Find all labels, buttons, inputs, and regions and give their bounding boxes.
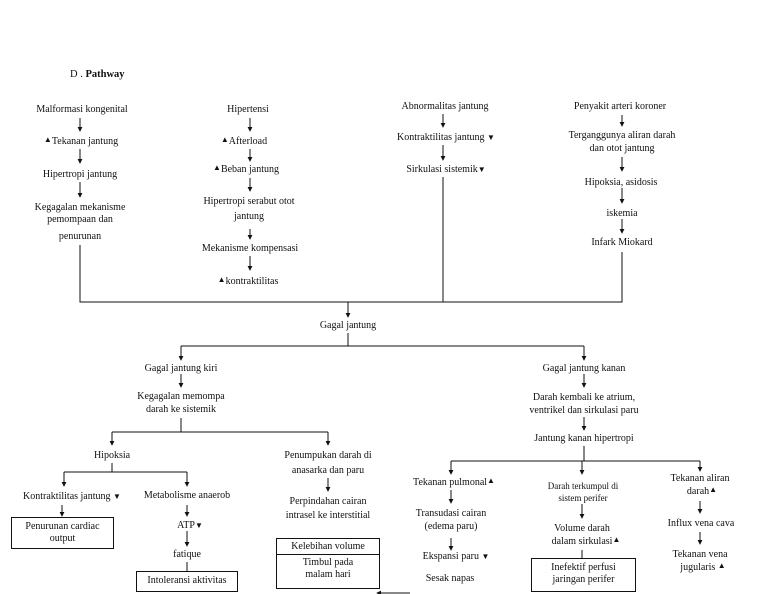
node-darah-terkumpul-line2: sistem perifer xyxy=(558,493,608,503)
node-penumpukan-line1: Penumpukan darah di xyxy=(284,450,372,461)
increase-icon: ▲ xyxy=(487,476,495,485)
diagnosis-box-kelebihan-volume: Kelebihan volume cairan xyxy=(276,538,380,555)
node-hipertropi-serabut-line1: Hipertropi serabut otot xyxy=(203,196,295,207)
node-label: Tekanan jantung xyxy=(51,136,119,147)
node-kontraktilitas: ▲kontraktilitas xyxy=(218,276,279,288)
node-influx-vena-cava: Influx vena cava xyxy=(667,518,735,529)
diagnosis-box-timbul: Timbul pada malam hari xyxy=(276,555,380,589)
node-iskemia: iskemia xyxy=(606,208,638,219)
node-tekanan-vena-line2: jugularis ▲ xyxy=(680,562,725,574)
node-label: Sirkulasi sistemik xyxy=(406,164,478,175)
node-darah-kembali-line1: Darah kembali ke atrium, xyxy=(532,392,636,403)
node-volume-darah-line1: Volume darah xyxy=(554,523,610,534)
node-label: darah xyxy=(686,486,710,497)
decrease-icon: ▼ xyxy=(477,165,486,174)
decrease-icon: ▼ xyxy=(487,133,495,142)
node-terganggunya-line2: dan otot jantung xyxy=(589,143,655,154)
node-fatique: fatique xyxy=(173,549,201,560)
node-darah-terkumpul-line1: Darah terkumpul di xyxy=(547,481,619,491)
node-tekanan-vena-line1: Tekanan vena xyxy=(672,549,728,560)
box-line1: Penurunan cardiac xyxy=(25,521,100,532)
increase-icon: ▲ xyxy=(612,535,621,544)
node-label: dalam sirkulasi xyxy=(551,536,613,547)
node-tekanan-jantung: ▲Tekanan jantung xyxy=(44,136,118,148)
node-abnormalitas-jantung: Abnormalitas jantung xyxy=(401,101,489,112)
node-malformasi: Malformasi kongenital xyxy=(36,104,128,115)
node-beban-jantung: ▲Beban jantung xyxy=(213,164,279,176)
node-metabolisme-anaerob: Metabolisme anaerob xyxy=(143,490,231,501)
node-hipoksia-asidosis: Hipoksia, asidosis xyxy=(584,177,658,188)
node-label: Ekspansi paru xyxy=(422,551,479,562)
heading-title: Pathway xyxy=(85,69,125,80)
node-kegagalan-mekanisme-line1: Kegagalan mekanisme xyxy=(34,202,126,213)
node-kegagalan-mekanisme-line3: penurunan xyxy=(58,231,102,242)
connector xyxy=(79,245,623,303)
heading-prefix: D . xyxy=(70,69,83,80)
box-line1: Kelebihan volume xyxy=(291,541,365,552)
increase-icon: ▲ xyxy=(43,135,52,144)
node-transudasi-line1: Transudasi cairan xyxy=(415,508,487,519)
node-tekanan-pulmonal: Tekanan pulmonal▲ xyxy=(413,477,495,489)
node-terganggunya-line1: Terganggunya aliran darah xyxy=(568,130,676,141)
node-infark-miokard: Infark Miokard xyxy=(591,237,653,248)
increase-icon: ▲ xyxy=(717,561,726,570)
node-afterload: ▲Afterload xyxy=(221,136,267,148)
node-label: ATP xyxy=(177,520,195,531)
node-hipertropi-serabut-line2: jantung xyxy=(234,211,264,222)
node-gagal-jantung-kanan: Gagal jantung kanan xyxy=(542,363,626,374)
node-label: kontraktilitas xyxy=(225,276,279,287)
node-label: Beban jantung xyxy=(220,164,279,175)
node-kegagalan-memompa-line2: darah ke sistemik xyxy=(146,404,216,415)
increase-icon: ▲ xyxy=(217,275,226,284)
node-penumpukan-line2: anasarka dan paru xyxy=(291,465,365,476)
node-gagal-jantung-kiri: Gagal jantung kiri xyxy=(144,363,218,374)
node-atp: ATP▼ xyxy=(177,520,203,532)
node-kegagalan-mekanisme-line2: pemompaan dan xyxy=(47,214,113,225)
box-line1: Inefektif perfusi xyxy=(551,562,616,573)
node-tekanan-aliran-line1: Tekanan aliran xyxy=(670,473,730,484)
node-label: Kontraktilitas jantung xyxy=(397,132,485,143)
node-hipertensi: Hipertensi xyxy=(227,104,269,115)
node-transudasi-line2: (edema paru) xyxy=(424,521,478,532)
node-kontraktilitas-jantung-kiri: Kontraktilitas jantung ▼ xyxy=(23,491,121,503)
node-hipoksia: Hipoksia xyxy=(93,450,131,461)
box-line1: Timbul pada xyxy=(302,557,354,568)
diagnosis-box-intoleransi: Intoleransi aktivitas xyxy=(136,571,238,592)
box-line2: malam hari xyxy=(305,569,351,580)
node-label: Afterload xyxy=(228,136,268,147)
node-label: Tekanan pulmonal xyxy=(413,477,488,488)
node-jantung-kanan-hipertropi: Jantung kanan hipertropi xyxy=(534,433,634,444)
increase-icon: ▲ xyxy=(213,163,221,172)
box-line2-clipped: cairan xyxy=(277,553,379,554)
decrease-icon: ▼ xyxy=(113,492,121,501)
diagnosis-box-inefektif-perfusi: Inefektif perfusi jaringan perifer xyxy=(531,558,636,592)
node-ekspansi-paru: Ekspansi paru ▼ xyxy=(423,551,490,563)
node-sesak-napas: Sesak napas xyxy=(425,573,475,584)
node-hipertropi-jantung: Hipertropi jantung xyxy=(42,169,118,180)
decrease-icon: ▼ xyxy=(194,521,203,530)
node-label: Kontraktilitas jantung xyxy=(23,491,111,502)
box-line2: jaringan perifer xyxy=(552,574,615,585)
node-penyakit-arteri: Penyakit arteri koroner xyxy=(573,101,667,112)
node-darah-kembali-line2: ventrikel dan sirkulasi paru xyxy=(529,405,639,416)
node-sirkulasi-sistemik: Sirkulasi sistemik▼ xyxy=(406,164,485,176)
increase-icon: ▲ xyxy=(220,135,229,144)
diagnosis-box-cardiac-output: Penurunan cardiac output xyxy=(11,517,114,549)
node-kegagalan-memompa-line1: Kegagalan memompa xyxy=(137,391,225,402)
node-kontraktilitas-jantung: Kontraktilitas jantung ▼ xyxy=(397,132,495,144)
node-label: jugularis xyxy=(680,562,716,573)
box-line2: output xyxy=(49,533,76,544)
increase-icon: ▲ xyxy=(709,485,718,494)
section-heading: D . Pathway xyxy=(70,69,125,80)
node-perpindahan-line2: intrasel ke interstitial xyxy=(285,510,371,521)
node-perpindahan-line1: Perpindahan cairan xyxy=(289,496,367,507)
node-mekanisme-kompensasi: Mekanisme kompensasi xyxy=(201,243,299,254)
node-tekanan-aliran-line2: darah▲ xyxy=(687,486,717,498)
decrease-icon: ▼ xyxy=(481,552,490,561)
node-volume-darah-line2: dalam sirkulasi▲ xyxy=(552,536,621,548)
node-gagal-jantung: Gagal jantung xyxy=(319,320,377,331)
